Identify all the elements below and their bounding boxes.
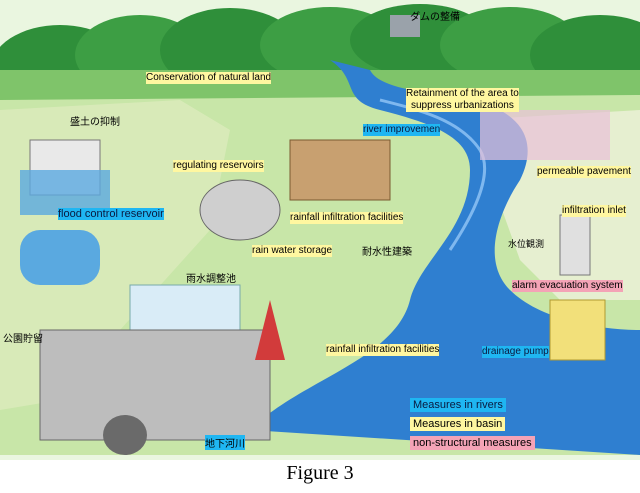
flood-control-text: flood control bbox=[58, 208, 118, 220]
underground-river-label: 地下河川 bbox=[205, 435, 245, 450]
river-improvement-label: river improvemen bbox=[363, 124, 441, 136]
legend-item-basin: Measures in basin bbox=[410, 417, 506, 431]
conservation-label: Conservation of natural land bbox=[146, 72, 272, 84]
figure-caption: Figure 3 bbox=[286, 462, 354, 484]
retainment-line-2: suppress urbanizations bbox=[411, 100, 514, 111]
retainment-label: Retainment of the area to suppress urban… bbox=[406, 88, 519, 112]
legend-item-non-structural: non-structural measures bbox=[410, 436, 535, 450]
dam-label: ダムの整備 bbox=[410, 12, 460, 23]
regulating-reservoirs-label: regulating reservoirs bbox=[173, 160, 264, 172]
landfill-label: 盛土の抑制 bbox=[70, 117, 120, 128]
rain-water-storage-label: rain water storage bbox=[252, 245, 333, 257]
rainfall-infiltration-bottom-label: rainfall infiltration facilities bbox=[326, 344, 440, 356]
water-observation-label: 水位観測 bbox=[508, 240, 545, 250]
buildings bbox=[20, 15, 610, 455]
flood-control-label: flood control reservoir bbox=[58, 208, 164, 220]
legend: Measures in rivers Measures in basin non… bbox=[410, 398, 535, 455]
legend-item-rivers: Measures in rivers bbox=[410, 398, 506, 412]
drainage-pump-label: drainage pump bbox=[482, 346, 549, 358]
rain-adjustment-pond-label: 雨水調整池 bbox=[186, 274, 236, 285]
park-storage-label: 公園貯留 bbox=[3, 334, 43, 345]
alarm-evacuation-label: alarm evacuation system bbox=[512, 280, 623, 292]
flood-resistant-building-label: 耐水性建築 bbox=[362, 247, 412, 258]
retainment-line-1: Retainment of the area to bbox=[406, 88, 519, 99]
permeable-pavement-label: permeable pavement bbox=[537, 166, 631, 178]
rainfall-infiltration-top-label: rainfall infiltration facilities bbox=[290, 212, 404, 224]
infiltration-inlet-label: infiltration inlet bbox=[562, 205, 626, 217]
flood-control-suffix: reservoir bbox=[121, 208, 164, 220]
